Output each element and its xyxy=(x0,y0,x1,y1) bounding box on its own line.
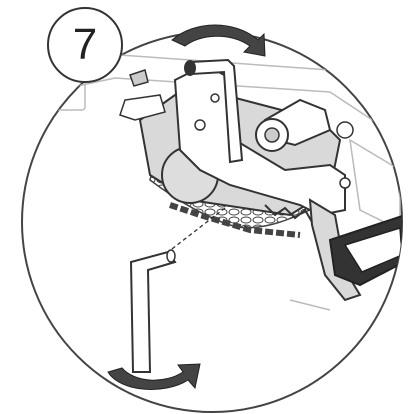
step-number: 7 xyxy=(73,23,97,67)
step-number-badge: 7 xyxy=(47,7,123,83)
